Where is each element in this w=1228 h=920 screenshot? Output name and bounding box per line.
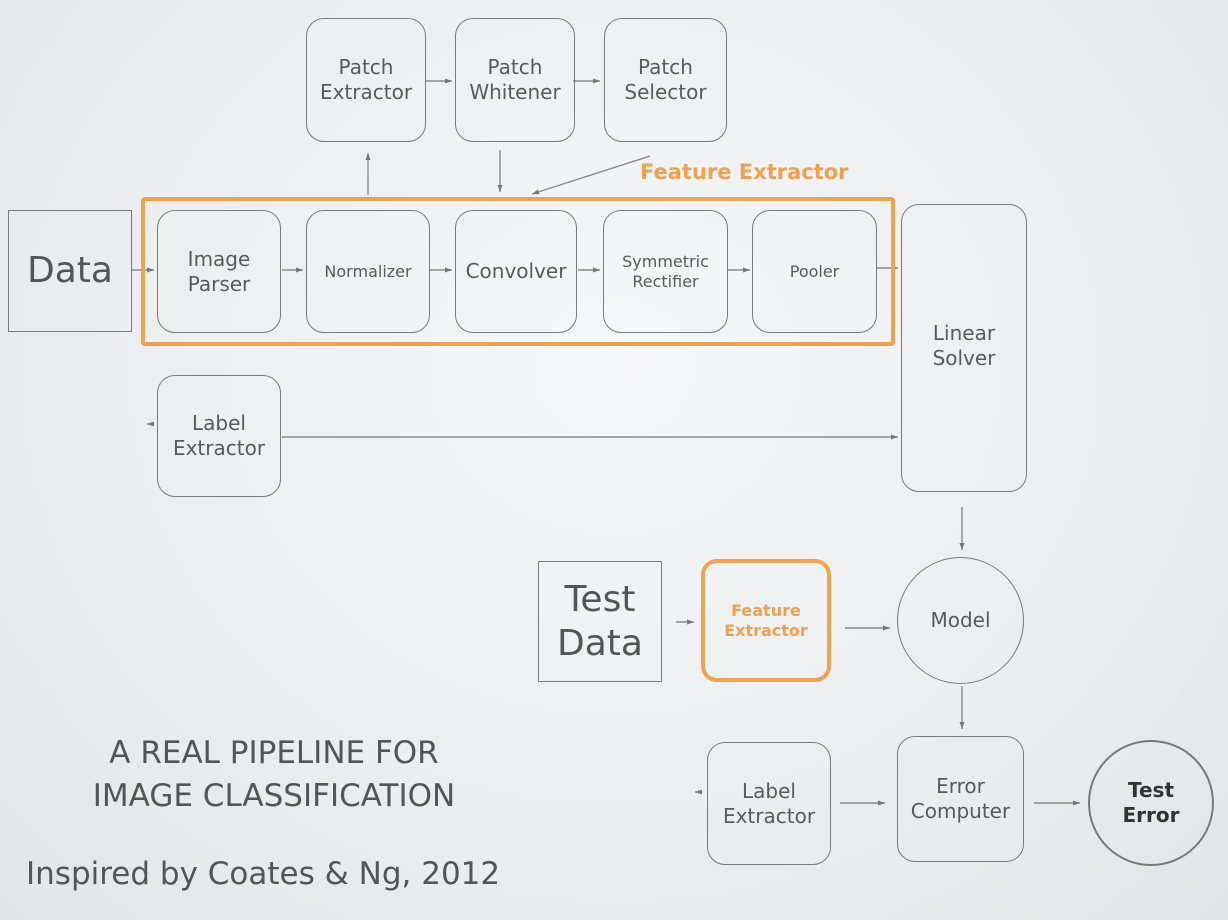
- error-computer-node: Error Computer: [897, 736, 1024, 862]
- patch-selector-node: Patch Selector: [604, 18, 727, 142]
- symmetric-rectifier-node: Symmetric Rectifier: [603, 210, 728, 333]
- feature-extractor-test-node: Feature Extractor: [701, 559, 831, 682]
- test-data-node: Test Data: [538, 561, 662, 682]
- feature-extractor-label: Feature Extractor: [640, 160, 849, 184]
- patch-extractor-node: Patch Extractor: [306, 18, 426, 142]
- test-error-node: Test Error: [1088, 740, 1214, 866]
- data-node: Data: [8, 210, 132, 332]
- feature-extractor-frame: [141, 197, 895, 346]
- label-extractor-top-node: Label Extractor: [157, 375, 281, 497]
- pooler-node: Pooler: [752, 210, 877, 333]
- slide-title: A REAL PIPELINE FOR IMAGE CLASSIFICATION: [92, 735, 456, 815]
- image-parser-node: Image Parser: [157, 210, 281, 333]
- arrow-patch-selector-to-convolver: [531, 155, 651, 195]
- convolver-node: Convolver: [455, 210, 577, 333]
- patch-whitener-node: Patch Whitener: [455, 18, 575, 142]
- normalizer-node: Normalizer: [306, 210, 430, 333]
- model-node: Model: [897, 557, 1024, 684]
- slide-subtitle: Inspired by Coates & Ng, 2012: [26, 856, 501, 892]
- linear-solver-node: Linear Solver: [901, 204, 1027, 492]
- label-extractor-bottom-node: Label Extractor: [707, 742, 831, 865]
